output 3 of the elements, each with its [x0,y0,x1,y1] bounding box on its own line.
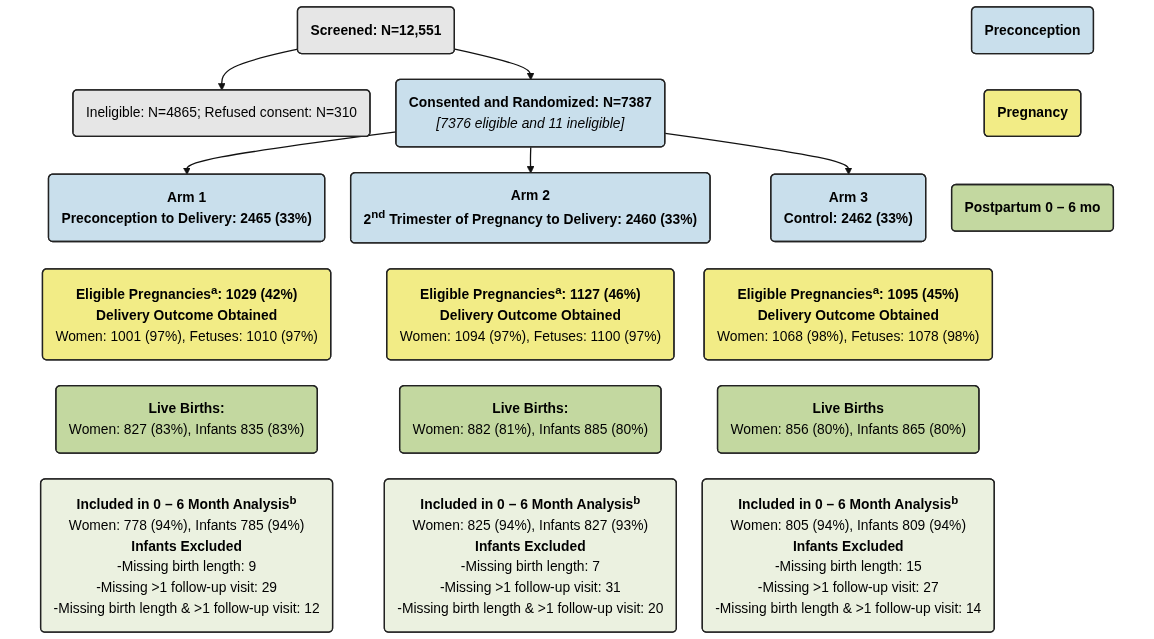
arrow [454,48,535,81]
arrow [526,146,535,174]
arrow [664,132,853,175]
